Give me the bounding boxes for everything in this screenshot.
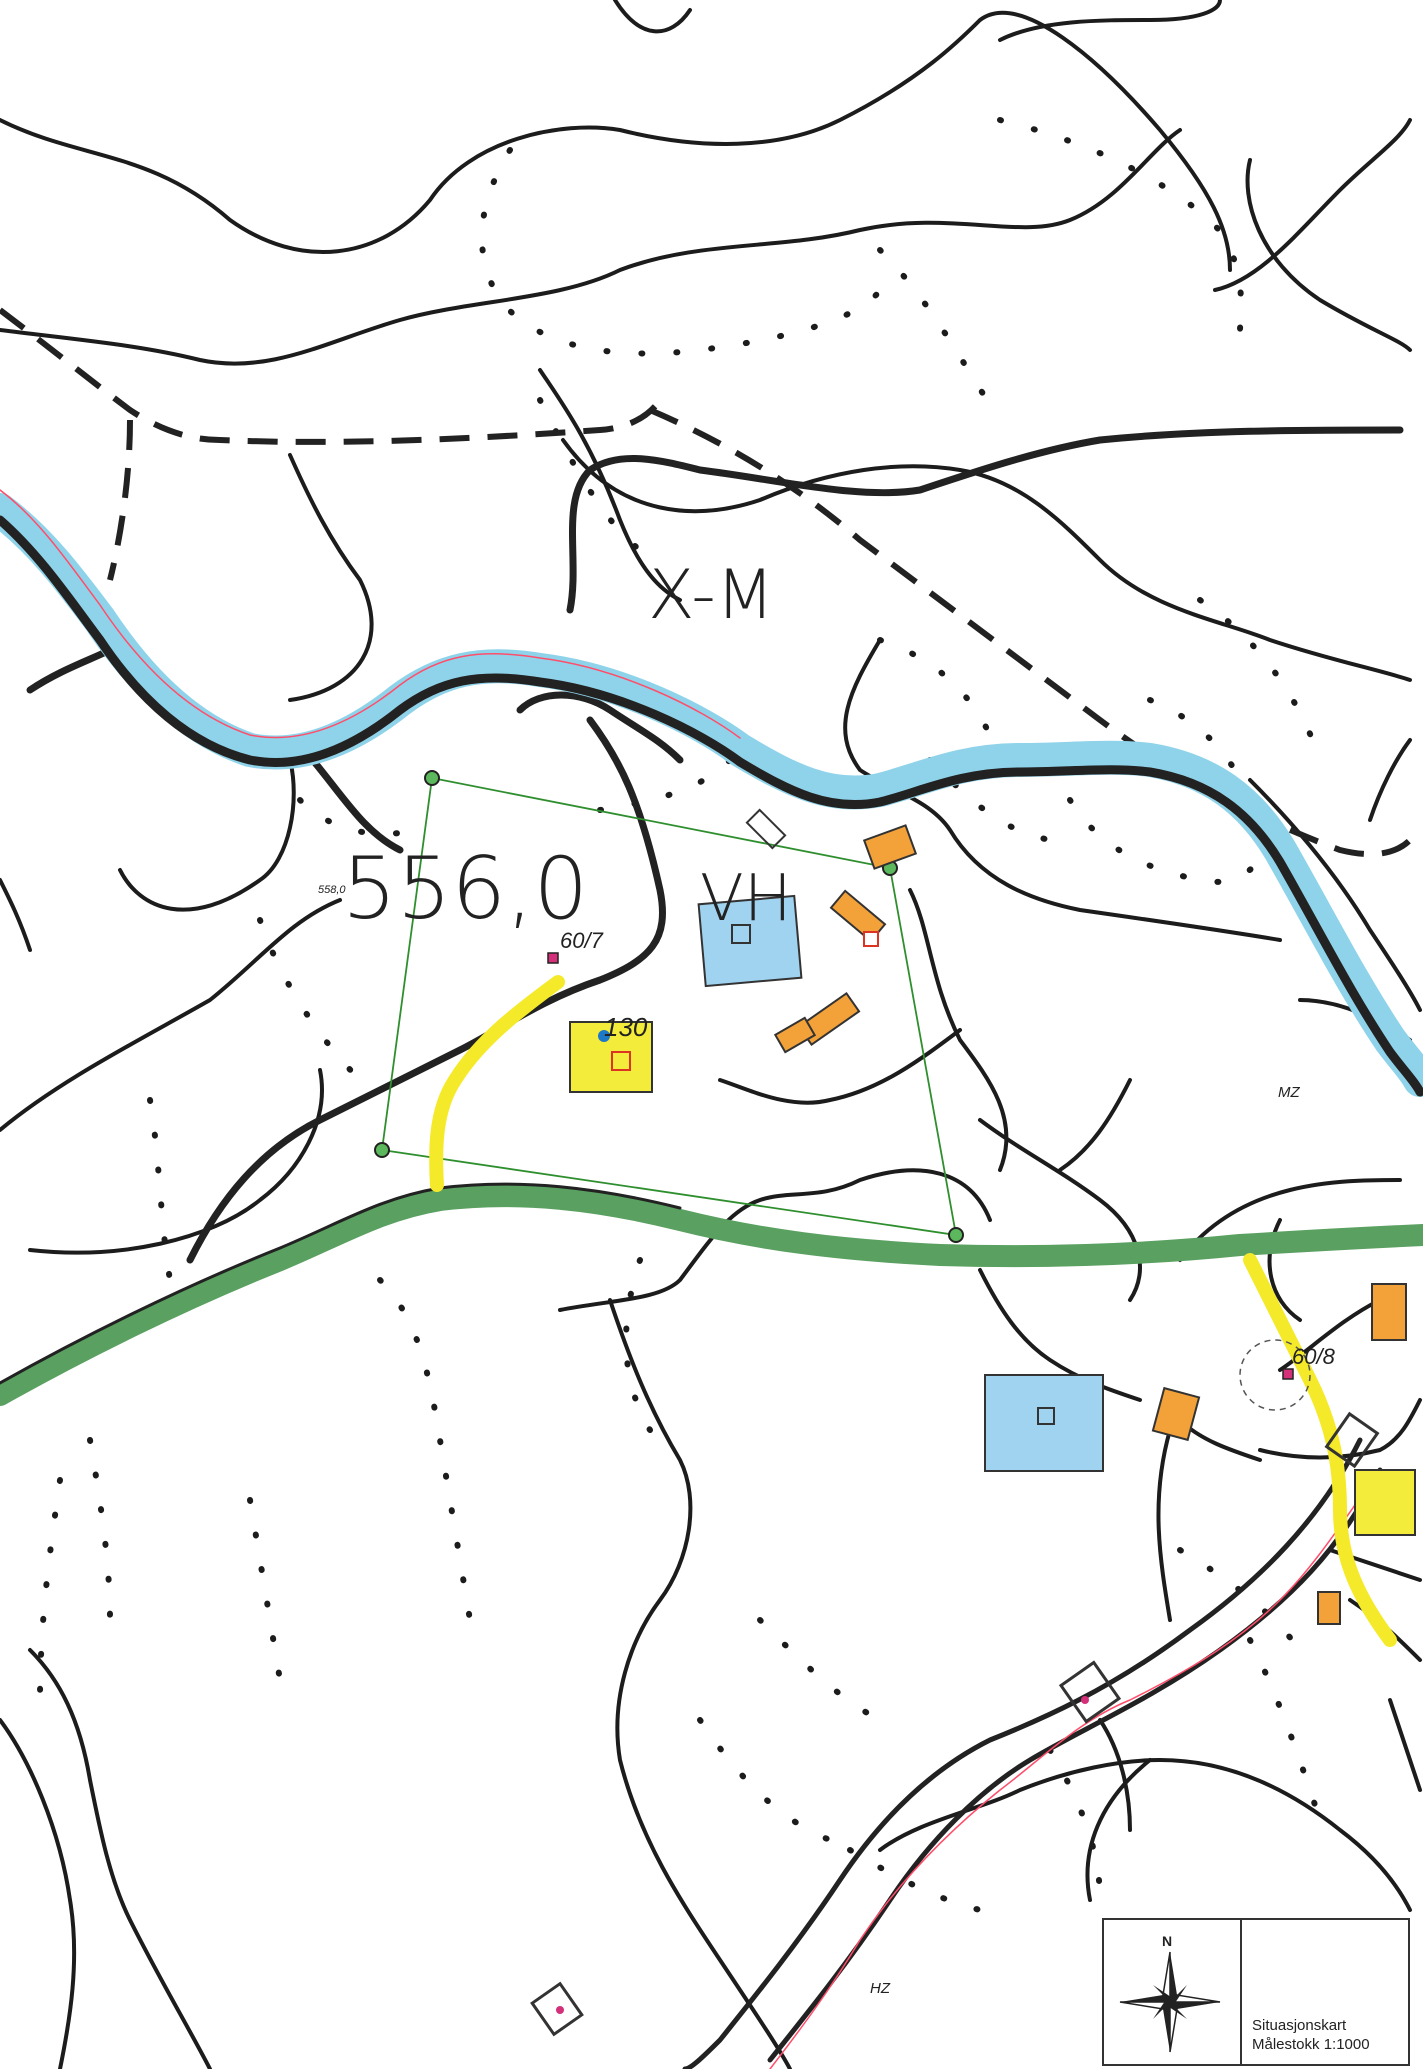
access-lines [429, 975, 1397, 1647]
label-zone-hz: HZ [870, 1980, 891, 1997]
label-hand-elevation: 556,0 [342, 839, 588, 939]
label-plot-608: 60/8 [1292, 1344, 1336, 1369]
label-building-no: 130 [604, 1012, 648, 1042]
heavy-lines [26, 426, 1404, 1264]
river [0, 489, 1423, 1097]
buildings [530, 808, 1416, 2037]
label-zone-mz: MZ [1278, 1084, 1300, 1101]
markers [547, 952, 1294, 2014]
map-legend: N Situasjonskart Målestokk 1:1000 [1102, 1918, 1410, 2066]
dotted-lines [37, 117, 1323, 1913]
label-plot-607: 60/7 [560, 928, 604, 953]
building-yellow-south [1354, 1469, 1416, 1536]
plot-boundary [374, 770, 964, 1243]
compass-rose: N [1104, 1920, 1242, 2064]
road [0, 1182, 1423, 1406]
legend-text: Situasjonskart Målestokk 1:1000 [1252, 2016, 1370, 2054]
compass-icon: N [1119, 1933, 1221, 2053]
label-hand-top: X-M [648, 556, 774, 635]
labels: X-M 556,0 VH 60/7 60/8 130 558,0 MZ HZ [318, 556, 1336, 1997]
south-road [682, 1437, 1383, 2069]
north-label: N [1162, 1933, 1172, 1949]
building-orange-1 [862, 824, 918, 870]
legend-title: Situasjonskart [1252, 2017, 1347, 2034]
building-orange-4 [1151, 1386, 1201, 1442]
label-small-elev: 558,0 [318, 884, 346, 896]
legend-scale: Målestokk 1:1000 [1252, 2036, 1370, 2053]
label-hand-mid: VH [700, 862, 792, 936]
building-orange-5 [1371, 1283, 1407, 1341]
